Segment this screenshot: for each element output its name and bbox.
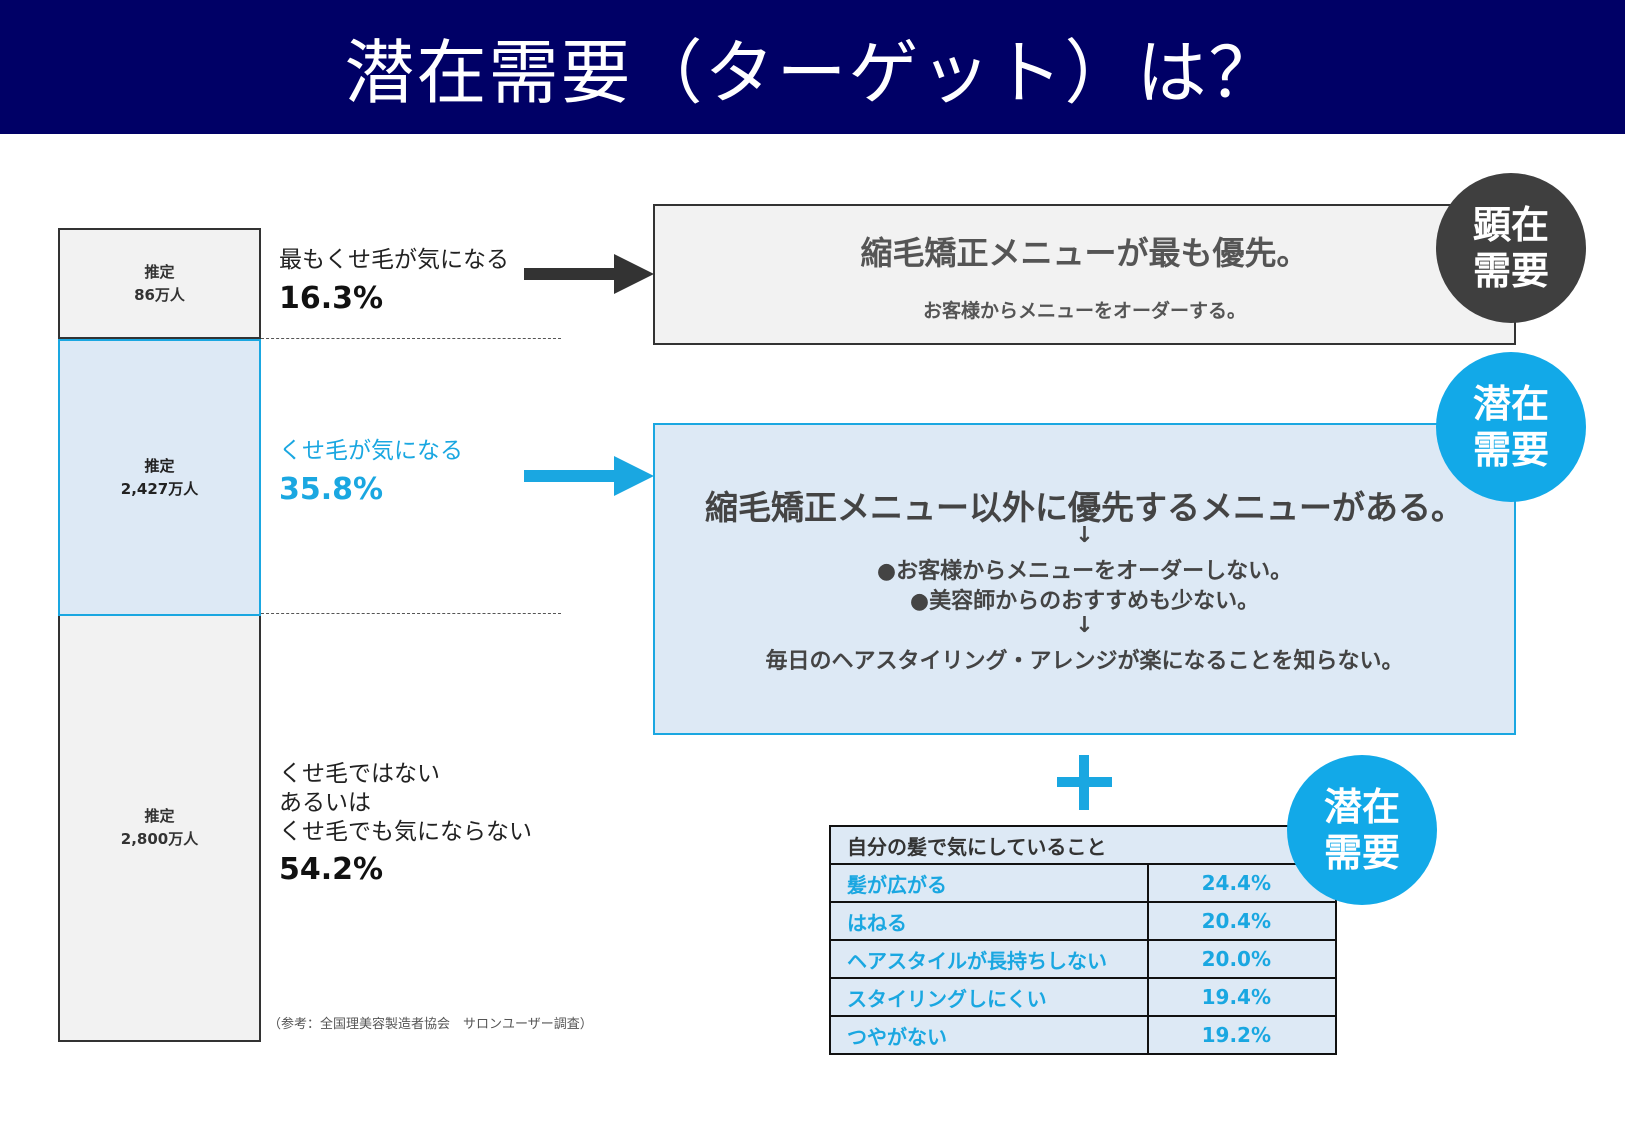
- segment-percent: 16.3%: [279, 281, 384, 316]
- table-header-row: 自分の髪で気にしていること: [829, 825, 1337, 865]
- table-row: ヘアスタイルが長持ちしない 20.0%: [829, 939, 1337, 979]
- concern-value: 20.4%: [1147, 901, 1337, 941]
- concern-value: 19.2%: [1147, 1015, 1337, 1055]
- divider: [261, 338, 561, 339]
- segment-label: くせ毛ではない: [279, 761, 440, 787]
- table-row: スタイリングしにくい 19.4%: [829, 977, 1337, 1017]
- estimate-value: 2,427万人: [120, 479, 199, 498]
- segment-label: 最もくせ毛が気になる: [279, 247, 509, 273]
- segment-percent: 35.8%: [279, 472, 384, 507]
- latent-bullet: ●お客様からメニューをオーダーしない。: [876, 559, 1293, 584]
- reference-note: （参考：全国理美容製造者協会 サロンユーザー調査）: [268, 1017, 593, 1032]
- plus-icon: [1079, 755, 1089, 810]
- badge-line: 需要: [1472, 428, 1549, 472]
- segment-label: あるいは: [279, 790, 371, 816]
- down-arrow-icon: ↓: [1075, 523, 1094, 548]
- latent-demand-box: 縮毛矯正メニュー以外に優先するメニューがある。 ↓ ●お客様からメニューをオーダ…: [653, 423, 1516, 735]
- table-row: つやがない 19.2%: [829, 1015, 1337, 1055]
- badge-line: 潜在: [1323, 785, 1400, 829]
- latent-bullet: ●美容師からのおすすめも少ない。: [909, 589, 1260, 614]
- badge-line: 潜在: [1472, 382, 1549, 426]
- estimate-label: 推定: [144, 807, 175, 825]
- estimate-label: 推定: [144, 456, 175, 475]
- estimate-label: 推定: [144, 262, 175, 281]
- arrow-right-icon: [524, 254, 654, 294]
- concern-item: つやがない: [829, 1015, 1149, 1055]
- manifest-demand-badge: 顕在 需要: [1436, 173, 1586, 323]
- badge-line: 顕在: [1472, 203, 1549, 247]
- manifest-title: 縮毛矯正メニューが最も優先。: [860, 234, 1309, 272]
- arrow-right-icon: [524, 456, 654, 496]
- badge-line: 需要: [1472, 249, 1549, 293]
- concern-value: 19.4%: [1147, 977, 1337, 1017]
- latent-title: 縮毛矯正メニュー以外に優先するメニューがある。: [705, 488, 1464, 527]
- latent-demand-badge: 潜在 需要: [1287, 755, 1437, 905]
- estimate-value: 2,800万人: [120, 830, 199, 848]
- segment-label: くせ毛でも気にならない: [279, 819, 532, 845]
- latent-demand-badge: 潜在 需要: [1436, 352, 1586, 502]
- concern-item: スタイリングしにくい: [829, 977, 1149, 1017]
- segment-not-concerned: 推定 2,800万人: [58, 616, 261, 1042]
- concern-item: 髪が広がる: [829, 863, 1149, 903]
- page-title: 潜在需要（ターゲット）は？: [0, 0, 1625, 134]
- hair-concerns-table: 自分の髪で気にしていること 髪が広がる 24.4% はねる 20.4% ヘアスタ…: [829, 825, 1337, 1055]
- concern-item: はねる: [829, 901, 1149, 941]
- concern-item: ヘアスタイルが長持ちしない: [829, 939, 1149, 979]
- segment-most-concerned: 推定 86万人: [58, 228, 261, 339]
- table-row: 髪が広がる 24.4%: [829, 863, 1337, 903]
- down-arrow-icon: ↓: [1075, 613, 1094, 638]
- table-row: はねる 20.4%: [829, 901, 1337, 941]
- divider: [261, 613, 561, 614]
- latent-conclusion: 毎日のヘアスタイリング・アレンジが楽になることを知らない。: [765, 649, 1404, 674]
- segment-percent: 54.2%: [279, 852, 384, 887]
- manifest-subtitle: お客様からメニューをオーダーする。: [922, 300, 1246, 322]
- segment-concerned: 推定 2,427万人: [58, 339, 261, 616]
- estimate-value: 86万人: [134, 285, 185, 304]
- manifest-demand-box: 縮毛矯正メニューが最も優先。 お客様からメニューをオーダーする。: [653, 204, 1516, 345]
- table-header: 自分の髪で気にしていること: [829, 825, 1337, 865]
- concern-value: 20.0%: [1147, 939, 1337, 979]
- segment-label: くせ毛が気になる: [279, 438, 463, 464]
- badge-line: 需要: [1323, 831, 1400, 875]
